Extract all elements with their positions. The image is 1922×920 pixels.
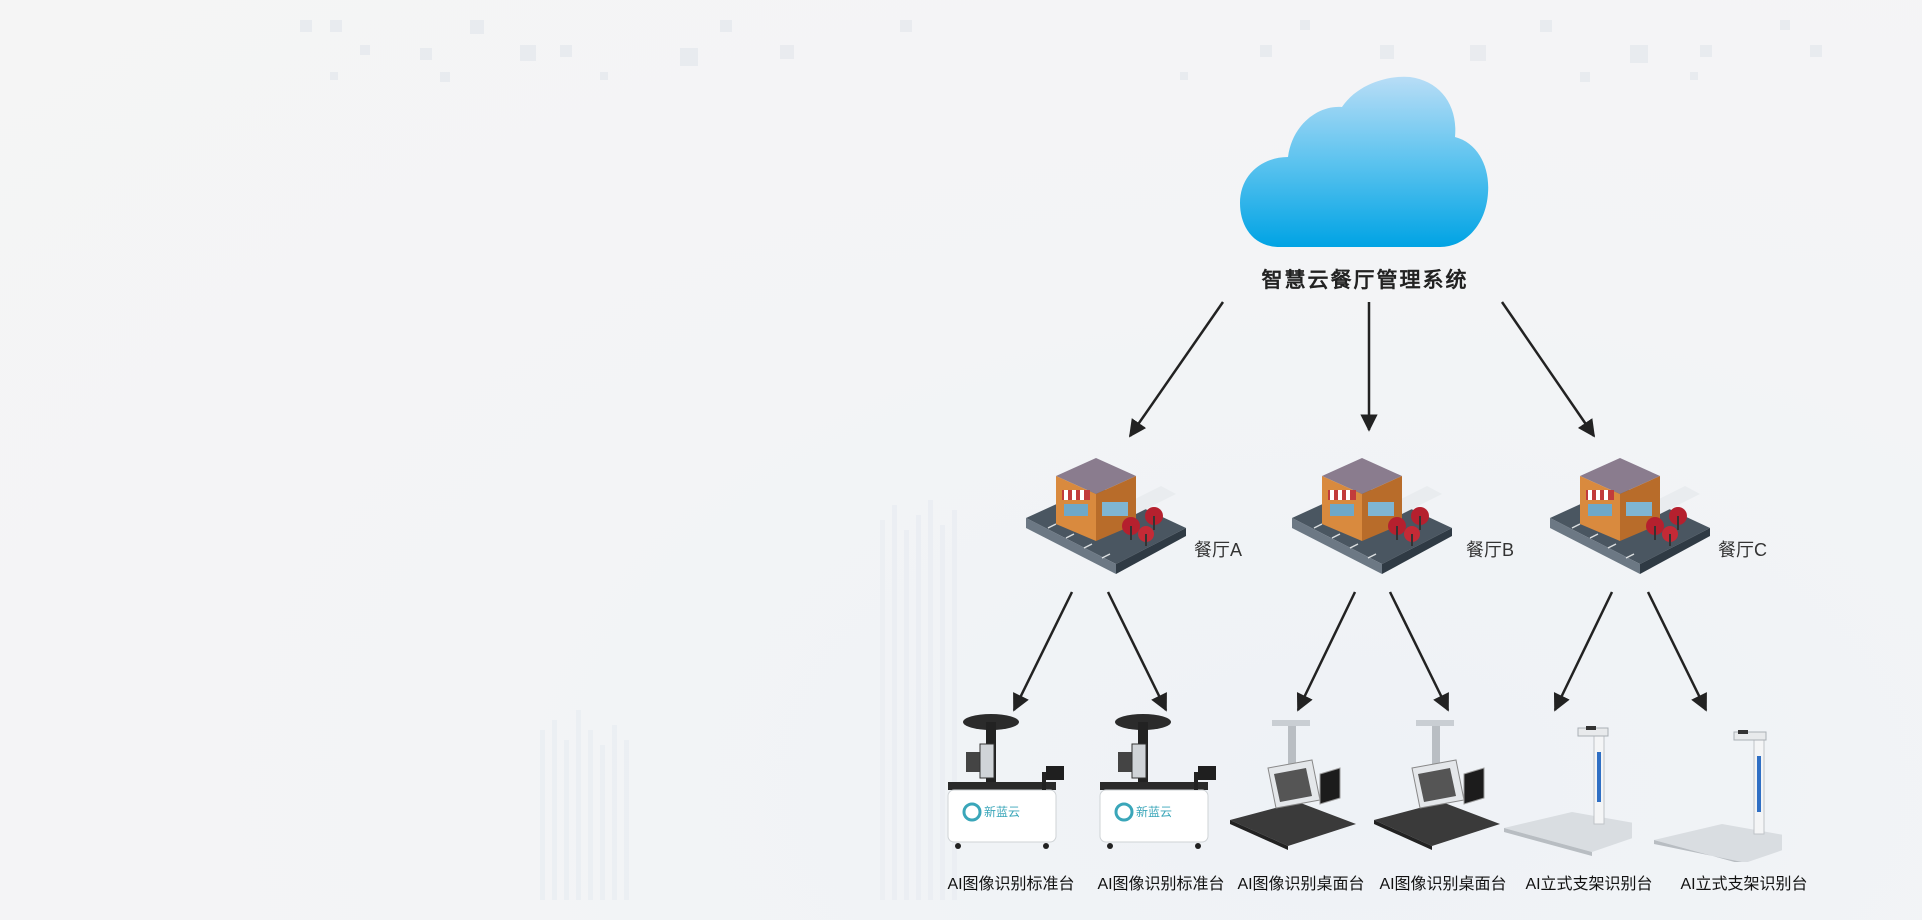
- arrow-cloud-to-c: [1500, 301, 1596, 438]
- arrow-c-to-device-6: [1646, 591, 1708, 712]
- cloud-icon: [1240, 76, 1489, 247]
- arrow-b-to-device-3: [1296, 591, 1357, 712]
- arrow-cloud-to-a: [1128, 301, 1225, 438]
- arrow-b-to-device-4: [1388, 591, 1450, 712]
- desktop-station-icon: [1230, 720, 1356, 850]
- restaurant-building-icon: [1026, 458, 1186, 574]
- device-1-label: AI图像识别标准台: [947, 876, 1075, 893]
- restaurant-c-label: 餐厅C: [1718, 540, 1767, 560]
- stand-station-icon: [1504, 726, 1632, 856]
- device-3-label: AI图像识别桌面台: [1237, 876, 1365, 893]
- restaurant-b-label: 餐厅B: [1466, 540, 1515, 560]
- system-title: 智慧云餐厅管理系统: [1261, 269, 1469, 292]
- stand-station-icon: [1654, 730, 1782, 862]
- arrow-a-to-device-1: [1012, 591, 1074, 712]
- standard-station-icon: 新蓝云: [947, 714, 1064, 849]
- restaurant-building-icon: [1292, 458, 1452, 574]
- restaurant-a-label: 餐厅A: [1194, 540, 1243, 560]
- device-2-label: AI图像识别标准台: [1097, 876, 1225, 893]
- device-5-label: AI立式支架识别台: [1525, 876, 1653, 893]
- device-6-label: AI立式支架识别台: [1680, 876, 1808, 893]
- device-4-label: AI图像识别桌面台: [1379, 876, 1507, 893]
- arrow-c-to-device-5: [1553, 591, 1614, 712]
- desktop-station-icon: [1374, 720, 1500, 850]
- restaurant-building-icon: [1550, 458, 1710, 574]
- arrow-a-to-device-2: [1106, 591, 1168, 712]
- svg-text:新蓝云: 新蓝云: [984, 804, 1020, 819]
- svg-text:新蓝云: 新蓝云: [1136, 804, 1172, 819]
- standard-station-icon: 新蓝云: [1099, 714, 1216, 849]
